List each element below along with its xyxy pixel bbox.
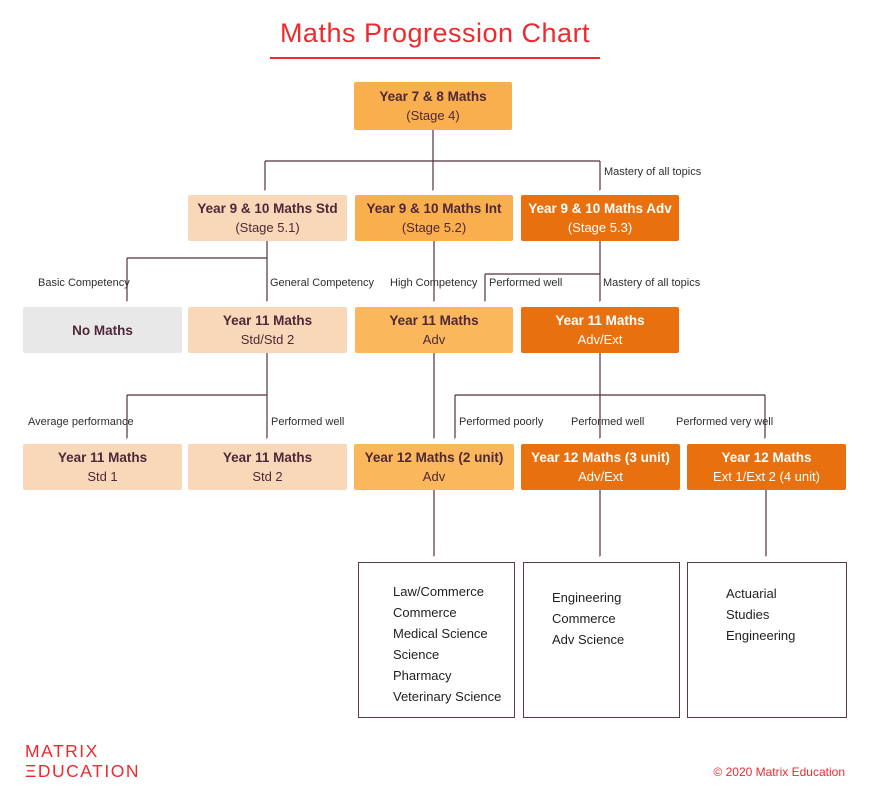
- node-title: Year 11 Maths: [555, 313, 645, 328]
- node-title: Year 11 Maths: [222, 313, 313, 328]
- node-year-7-8-maths: Year 7 & 8 Maths (Stage 4): [354, 82, 512, 130]
- node-title: Year 12 Maths: [721, 450, 812, 465]
- edge-label-performed-well-3: Performed well: [571, 416, 645, 428]
- node-title: Year 9 & 10 Maths Int: [366, 201, 502, 216]
- node-year-9-10-int: Year 9 & 10 Maths Int (Stage 5.2): [355, 195, 513, 241]
- edge-label-performed-well-2: Performed well: [271, 416, 345, 428]
- node-subtitle: (Stage 5.1): [235, 220, 300, 235]
- node-title: No Maths: [72, 322, 133, 338]
- edge-label-average-performance: Average performance: [28, 416, 134, 428]
- logo-line-1: MATRIX: [25, 741, 99, 761]
- node-year-11-std-std2: Year 11 Maths Std/Std 2: [188, 307, 347, 353]
- node-year-12-4unit: Year 12 Maths Ext 1/Ext 2 (4 unit): [687, 444, 846, 490]
- node-year-12-3unit: Year 12 Maths (3 unit) Adv/Ext: [521, 444, 680, 490]
- node-title: Year 11 Maths: [222, 450, 313, 465]
- node-subtitle: Std 2: [252, 469, 283, 484]
- node-title: Year 11 Maths: [389, 313, 479, 328]
- node-year-11-adv: Year 11 Maths Adv: [355, 307, 513, 353]
- edge-label-performed-very-well: Performed very well: [676, 416, 774, 428]
- node-year-12-2unit: Year 12 Maths (2 unit) Adv: [354, 444, 514, 490]
- outcome-item: Adv Science: [552, 632, 625, 647]
- outcome-item: Engineering: [552, 590, 622, 605]
- outcome-item: Actuarial: [726, 586, 777, 601]
- outcome-item: Engineering: [726, 628, 796, 643]
- node-subtitle: Std/Std 2: [240, 332, 295, 347]
- node-subtitle: (Stage 4): [406, 108, 460, 123]
- outcome-item: Law/Commerce: [393, 584, 485, 599]
- edge-label-mastery-2: Mastery of all topics: [603, 277, 701, 289]
- node-subtitle: Adv/Ext: [577, 332, 623, 347]
- node-title: Year 9 & 10 Maths Adv: [528, 201, 672, 216]
- node-title: Year 9 & 10 Maths Std: [197, 201, 338, 216]
- outcome-box-adv: Law/Commerce Commerce Medical Science Sc…: [358, 562, 515, 718]
- node-year-9-10-std: Year 9 & 10 Maths Std (Stage 5.1): [188, 195, 347, 241]
- node-subtitle: Adv: [422, 332, 446, 347]
- node-subtitle: (Stage 5.2): [401, 220, 467, 235]
- logo-line-2: ΞDUCATION: [25, 761, 140, 781]
- node-year-11-std1: Year 11 Maths Std 1: [23, 444, 182, 490]
- matrix-education-logo: MATRIX ΞDUCATION: [25, 741, 140, 781]
- page-title: Maths Progression Chart: [269, 18, 601, 59]
- node-year-11-adv-ext: Year 11 Maths Adv/Ext: [521, 307, 679, 353]
- edge-label-basic-competency: Basic Competency: [38, 277, 130, 289]
- outcome-item: Medical Science: [393, 626, 488, 641]
- edge-label-performed-poorly: Performed poorly: [459, 416, 544, 428]
- page-title-wrap: Maths Progression Chart: [0, 18, 870, 59]
- node-subtitle: Adv/Ext: [578, 469, 623, 484]
- node-subtitle: Adv: [422, 469, 446, 484]
- outcome-item: Commerce: [393, 605, 457, 620]
- edge-label-performed-well-1: Performed well: [489, 277, 563, 289]
- outcome-item: Science: [393, 647, 440, 662]
- node-subtitle: (Stage 5.3): [567, 220, 633, 235]
- edge-label-mastery-top: Mastery of all topics: [604, 166, 702, 178]
- node-subtitle: Std 1: [87, 469, 118, 484]
- node-title: Year 12 Maths (2 unit): [364, 450, 504, 465]
- outcome-item: Veterinary Science: [393, 689, 502, 704]
- node-year-11-std2: Year 11 Maths Std 2: [188, 444, 347, 490]
- outcome-item: Commerce: [552, 611, 616, 626]
- node-title: Year 12 Maths (3 unit): [531, 450, 670, 465]
- node-year-9-10-adv: Year 9 & 10 Maths Adv (Stage 5.3): [521, 195, 679, 241]
- edge-label-high-competency: High Competency: [390, 277, 478, 289]
- node-title: Year 11 Maths: [57, 450, 148, 465]
- node-no-maths: No Maths: [23, 307, 182, 353]
- outcome-box-adv-ext: Engineering Commerce Adv Science: [523, 562, 680, 718]
- edge-label-general-competency: General Competency: [270, 277, 374, 289]
- outcome-box-ext: Actuarial Studies Engineering: [687, 562, 847, 718]
- node-subtitle: Ext 1/Ext 2 (4 unit): [713, 469, 820, 484]
- copyright-text: © 2020 Matrix Education: [713, 765, 845, 779]
- outcome-item: Studies: [726, 607, 770, 622]
- outcome-item: Pharmacy: [393, 668, 452, 683]
- node-title: Year 7 & 8 Maths: [379, 89, 487, 104]
